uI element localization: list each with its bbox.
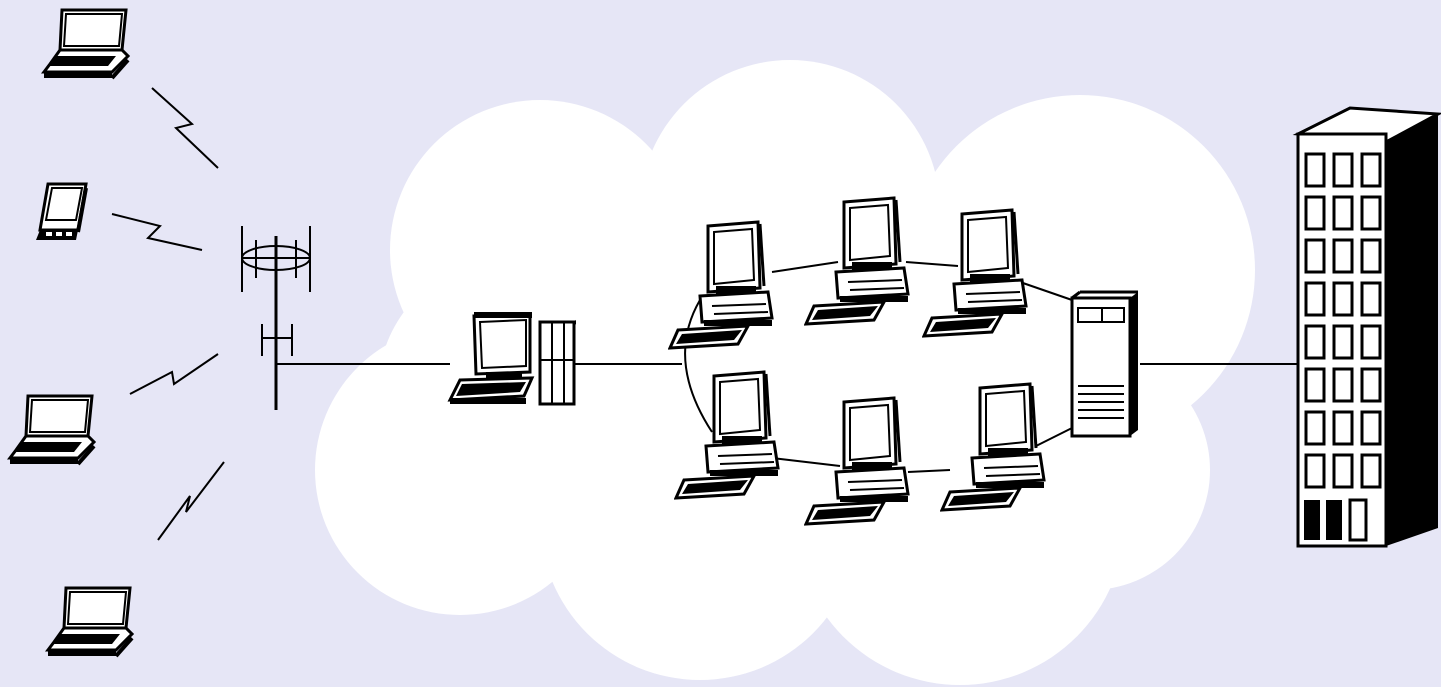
building-window (1362, 197, 1380, 229)
laptop-icon (44, 10, 128, 78)
laptop-icon (10, 396, 94, 464)
building-window (1306, 197, 1324, 229)
building-window (1334, 197, 1352, 229)
building-window (1306, 240, 1324, 272)
pda-icon (36, 184, 86, 240)
building-window (1306, 326, 1324, 358)
building-window (1306, 412, 1324, 444)
laptop-icon (48, 588, 132, 656)
building-window (1362, 240, 1380, 272)
building-window (1334, 369, 1352, 401)
building-window (1362, 369, 1380, 401)
server-tower-icon (1072, 292, 1138, 436)
wireless-links (112, 88, 224, 540)
wireless-link-icon (152, 88, 218, 168)
building-window (1362, 412, 1380, 444)
building-window (1334, 326, 1352, 358)
building-window (1362, 154, 1380, 186)
building-window (1306, 154, 1324, 186)
building-window (1306, 369, 1324, 401)
building-window (1362, 455, 1380, 487)
building-window (1334, 283, 1352, 315)
building-window (1334, 154, 1352, 186)
antenna-tower-icon (242, 226, 310, 410)
wireless-link-icon (130, 354, 218, 394)
building-window (1306, 283, 1324, 315)
building-window (1362, 283, 1380, 315)
building-window (1306, 455, 1324, 487)
building-window (1334, 412, 1352, 444)
wireless-link-icon (158, 462, 224, 540)
building-window (1334, 455, 1352, 487)
building-window (1334, 240, 1352, 272)
building-window (1362, 326, 1380, 358)
building-icon (1298, 108, 1438, 546)
wireless-link-icon (112, 214, 202, 250)
